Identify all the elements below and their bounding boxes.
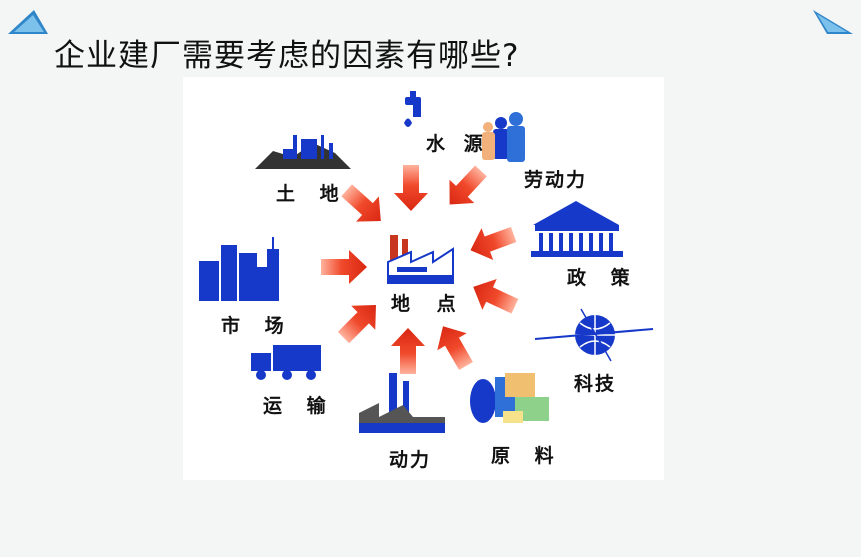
power-plant-icon — [359, 373, 445, 433]
arrow-from-transport-icon — [331, 293, 388, 350]
arrow-from-materials-icon — [428, 317, 481, 375]
factor-market-label: 市 场 — [221, 315, 293, 337]
corner-triangle-icon — [8, 10, 48, 34]
arrow-from-labor-icon — [437, 159, 494, 217]
factor-land-label: 土 地 — [276, 183, 348, 205]
workers-icon — [482, 112, 525, 162]
center-location-label: 地 点 — [391, 293, 466, 315]
arrow-from-policy-icon — [464, 218, 520, 267]
factor-technology-label: 科技 — [574, 373, 617, 395]
city-skyline-icon — [199, 237, 279, 301]
faucet-icon — [404, 91, 421, 127]
raw-materials-icon — [470, 373, 549, 423]
factor-power-label: 动力 — [389, 449, 432, 471]
arrow-from-technology-icon — [466, 271, 523, 322]
factory-icon — [387, 235, 454, 284]
factor-materials-label: 原 料 — [491, 445, 563, 467]
corner-triangle-icon — [813, 10, 853, 34]
globe-icon — [534, 308, 654, 362]
factor-policy-label: 政 策 — [567, 267, 639, 289]
factor-labor-label: 劳动力 — [524, 169, 588, 191]
arrow-from-market-icon — [321, 250, 367, 284]
arrow-from-water-icon — [394, 165, 428, 211]
arrow-from-power-icon — [391, 328, 425, 374]
factor-diagram: 地 点 水 源 劳动力 土 地 政 策 市 场 科技 运 输 动力 原 料 — [183, 77, 664, 480]
land-terrain-icon — [255, 135, 351, 169]
factor-water-label: 水 源 — [426, 133, 489, 155]
government-building-icon — [531, 201, 623, 257]
truck-icon — [251, 345, 321, 380]
factor-transport-label: 运 输 — [263, 395, 335, 417]
slide-title: 企业建厂需要考虑的因素有哪些? — [54, 38, 520, 74]
